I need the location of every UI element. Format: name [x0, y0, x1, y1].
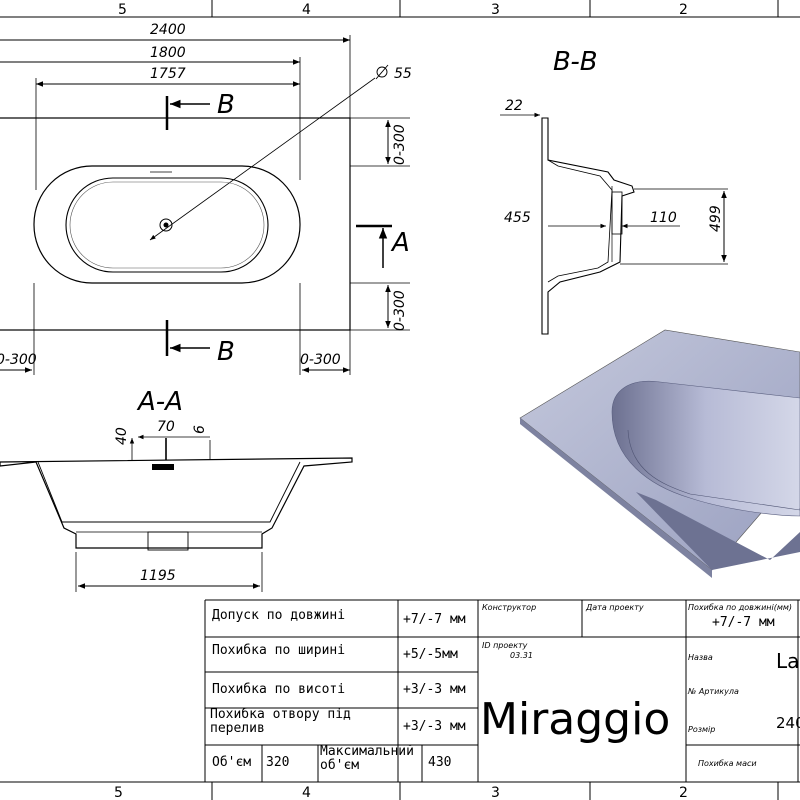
length-tolerance-label: Похибка по довжині(мм) — [688, 603, 792, 612]
dim-drain-diameter: 55 — [394, 66, 412, 82]
designer-label: Конструктор — [482, 603, 536, 612]
svg-text:B: B — [217, 337, 235, 367]
zone-label-top-5: 5 — [118, 2, 127, 18]
section-aa-view: A-A 40 70 6 1195 — [0, 387, 353, 592]
volume-value: 320 — [266, 755, 289, 770]
zone-label-top-3: 3 — [491, 2, 500, 18]
dim-offset-right-bottom: 0-300 — [392, 290, 408, 331]
product-name: La — [776, 649, 799, 673]
mass-tolerance-label: Похибка маси — [698, 759, 757, 768]
zone-label-top-2: 2 — [679, 2, 688, 18]
svg-text:B: B — [217, 90, 235, 120]
zone-label-bottom-3: 3 — [491, 785, 500, 800]
dim-22: 22 — [505, 98, 523, 114]
plan-view: 2400 1800 1757 55 0-300 0-300 — [0, 22, 412, 375]
dim-offset-bottom-right: 0-300 — [300, 352, 341, 368]
dim-110: 110 — [650, 210, 677, 226]
frame-top-strip: 5 4 3 2 — [0, 0, 800, 18]
section-marker-a: A — [356, 224, 410, 268]
frame-bottom-strip: 5 4 3 2 — [0, 781, 800, 800]
tolerance-height-value: +3/-3 мм — [403, 682, 466, 697]
brand-logo: Miraggio — [480, 694, 670, 745]
article-label: № Артикула — [687, 687, 739, 696]
length-tolerance-value: +7/-7 мм — [712, 615, 775, 630]
section-aa-title: A-A — [136, 387, 183, 417]
tolerance-overflow-value: +3/-3 мм — [403, 719, 466, 734]
dim-offset-left: 0-300 — [0, 352, 37, 368]
svg-text:A: A — [390, 228, 410, 258]
section-marker-b-bottom: B — [165, 320, 235, 367]
zone-label-bottom-2: 2 — [679, 785, 688, 800]
dim-40: 40 — [114, 427, 130, 445]
dim-70: 70 — [157, 419, 175, 435]
date-label: Дата проекту — [585, 603, 644, 612]
zone-label-bottom-4: 4 — [302, 785, 311, 800]
zone-label-bottom-5: 5 — [114, 785, 123, 800]
zone-label-top-4: 4 — [302, 2, 311, 18]
tolerance-height-label: Похибка по висоті — [212, 682, 345, 697]
dim-inner-1800: 1800 — [150, 45, 186, 61]
tolerance-width-label: Похибка по ширині — [212, 643, 345, 658]
deck-outline — [0, 117, 351, 331]
dim-1195: 1195 — [140, 568, 176, 584]
tolerance-width-value: +5/-5мм — [403, 647, 458, 662]
dim-overall-2400: 2400 — [150, 22, 186, 38]
dim-455: 455 — [504, 210, 531, 226]
section-bb-title: B-B — [553, 47, 598, 77]
dim-offset-right-top: 0-300 — [392, 124, 408, 165]
tolerance-length-label: Допуск по довжині — [212, 608, 345, 623]
section-marker-b-top: B — [165, 90, 235, 130]
dim-499: 499 — [708, 205, 724, 232]
tolerance-length-value: +7/-7 мм — [403, 612, 466, 627]
project-id-label: ID проекту — [482, 641, 528, 650]
volume-label: Об'єм — [212, 755, 251, 770]
dim-6: 6 — [192, 425, 208, 434]
title-block: Допуск по довжині +7/-7 мм Похибка по ши… — [204, 599, 800, 782]
dim-bowl-1757: 1757 — [150, 66, 186, 82]
name-label: Назва — [688, 653, 713, 662]
bowl-bottom — [65, 177, 269, 273]
bathtub-3d-render — [519, 329, 800, 578]
max-volume-label: Максимальний об'єм — [320, 745, 414, 773]
tolerance-overflow-label: Похибка отвору під перелив — [210, 708, 351, 736]
max-volume-value: 430 — [428, 755, 451, 770]
size-label: Розмір — [688, 725, 715, 734]
bowl-rim — [33, 165, 301, 284]
size-value: 240 — [776, 714, 800, 732]
section-bb-view: B-B 22 455 110 499 — [500, 47, 728, 335]
project-id-value: 03.31 — [510, 651, 533, 660]
drain-icon — [159, 218, 173, 232]
